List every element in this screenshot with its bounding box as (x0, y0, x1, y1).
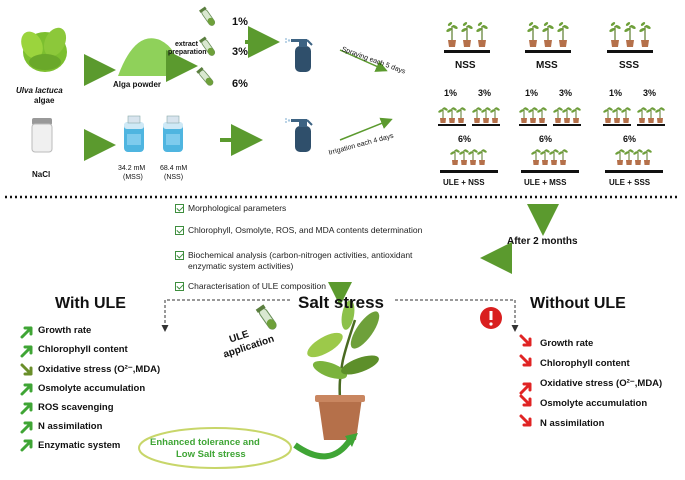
bottle-nss-icon (162, 115, 184, 153)
ule-sss-3pct: 3% (643, 88, 657, 98)
tube-6pct-icon (195, 66, 216, 88)
curved-arrow-icon (293, 438, 353, 460)
ule-sss-1pct: 1% (609, 88, 623, 98)
branch-right-line (395, 299, 519, 332)
ule-nss-1pct: 1% (444, 88, 458, 98)
arrow-down-icon (519, 354, 532, 367)
pct-6-label: 6% (232, 78, 248, 90)
arrow-irrigation (339, 117, 393, 141)
arrow-up-icon (20, 421, 33, 434)
with-ule-item: Osmolyte accumulation (38, 383, 146, 394)
powder-label: Alga powder (113, 80, 162, 89)
ule-sss-group-icon (602, 106, 666, 173)
bottle-mss-conc: 34.2 mM (118, 165, 146, 172)
arrow-down-icon (519, 394, 532, 407)
with-ule-item: N assimilation (38, 421, 103, 432)
salt-shaker-icon (31, 118, 53, 153)
tolerance-label-1: Enhanced tolerance and (150, 437, 260, 448)
sss-group-icon (607, 20, 653, 53)
tolerance-label-2: Low Salt stress (176, 449, 246, 460)
bottle-mss-name: (MSS) (123, 174, 143, 181)
with-ule-item: Chlorophyll content (38, 344, 128, 355)
ule-nss-label: ULE + NSS (443, 178, 485, 187)
ule-nss-3pct: 3% (478, 88, 492, 98)
without-ule-title: Without ULE (530, 295, 626, 312)
with-ule-item: Enzymatic system (38, 440, 121, 451)
bottle-mss-icon (123, 115, 145, 153)
tube-1pct-icon (198, 5, 217, 28)
extract-label-1: extract (175, 41, 198, 48)
nacl-label: NaCl (32, 170, 51, 179)
alga-powder-icon (118, 38, 179, 76)
ule-mss-3pct: 3% (559, 88, 573, 98)
central-plant-icon (307, 300, 380, 440)
arrow-up-icon (20, 402, 33, 415)
without-ule-item: Osmolyte accumulation (540, 398, 648, 409)
arrow-up-icon (20, 326, 33, 339)
arrow-up-icon (20, 383, 33, 396)
ule-application-tube-icon (255, 303, 279, 332)
ule-sss-label: ULE + SSS (609, 178, 651, 187)
checkbox-icon (175, 282, 184, 291)
extract-label-2: preparation (168, 49, 207, 56)
with-ule-item: Oxidative stress (O²⁻,MDA) (38, 364, 161, 375)
without-ule-item: N assimilation (540, 418, 605, 429)
ule-mss-label: ULE + MSS (524, 178, 567, 187)
tolerance-ellipse (138, 427, 292, 469)
without-ule-item: Oxidative stress (O²⁻,MDA) (540, 378, 663, 389)
after-label: After 2 months (507, 236, 578, 247)
bottle-nss-name: (NSS) (164, 174, 184, 181)
with-ule-title: With ULE (55, 295, 126, 312)
without-ule-item: Growth rate (540, 338, 594, 349)
ule-nss-group-icon (437, 106, 501, 173)
checkbox-icon (175, 251, 184, 260)
ule-mss-group-icon (518, 106, 582, 173)
arrow-down-icon (519, 414, 532, 427)
with-ule-item: Growth rate (38, 325, 92, 336)
pct-3-label: 3% (232, 46, 248, 58)
pct-1-label: 1% (232, 16, 248, 28)
mss-label: MSS (536, 60, 558, 71)
ule-nss-6pct: 6% (458, 134, 472, 144)
mss-group-icon (525, 20, 571, 53)
sss-label: SSS (619, 60, 640, 71)
checkbox-icon (175, 204, 184, 213)
arrow-down-icon (519, 334, 532, 347)
arrow-spray (339, 49, 388, 72)
ule-mss-1pct: 1% (525, 88, 539, 98)
ule-mss-6pct: 6% (539, 134, 553, 144)
warning-icon (480, 307, 502, 329)
checkbox-icon (175, 226, 184, 235)
bottle-nss-conc: 68.4 mM (160, 165, 188, 172)
arrow-up-icon (20, 345, 33, 358)
arrow-down-icon (20, 363, 33, 376)
arrow-up-icon (519, 382, 532, 395)
irrigation-sprayer-icon (284, 117, 313, 153)
branch-left-line (161, 299, 290, 332)
with-ule-item: ROS scavenging (38, 402, 114, 413)
salt-stress-title: Salt stress (298, 293, 384, 312)
nss-group-icon (444, 20, 490, 53)
sprayer-icon (284, 37, 313, 73)
ulva-algae-icon (21, 27, 67, 72)
without-ule-item: Chlorophyll content (540, 358, 630, 369)
arrow-up-icon (20, 439, 33, 452)
nss-label: NSS (455, 60, 476, 71)
ule-sss-6pct: 6% (623, 134, 637, 144)
algae-label: algae (34, 96, 55, 105)
algae-name: Ulva lactuca (16, 86, 63, 95)
